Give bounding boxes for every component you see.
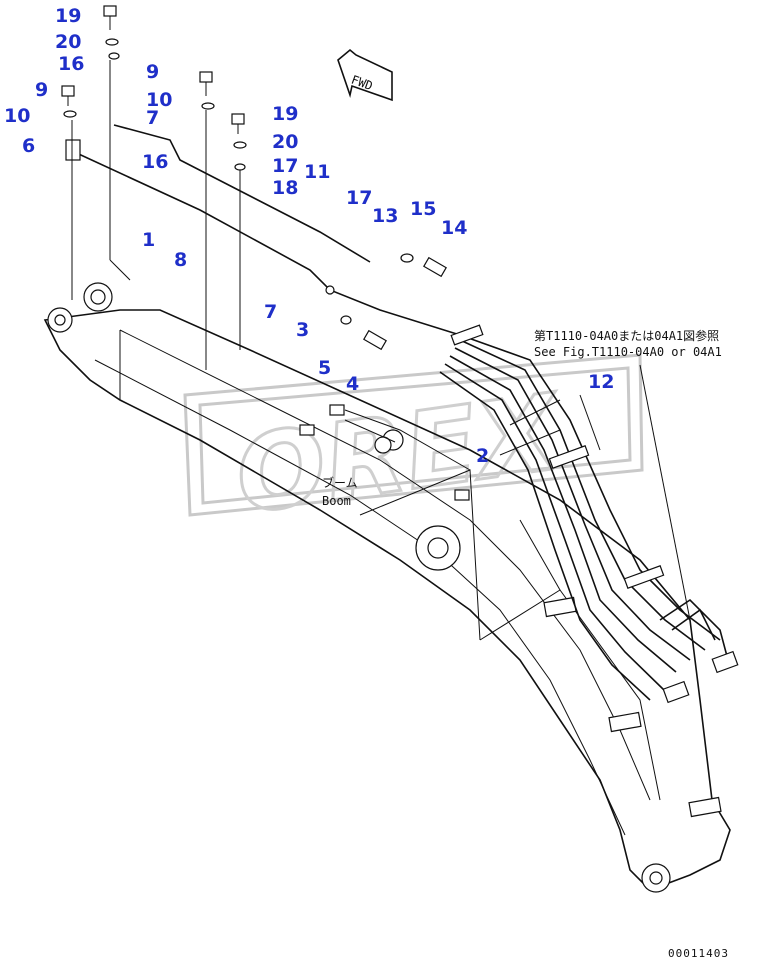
callout-20-right: 20 — [272, 131, 298, 153]
callout-16-mid: 16 — [142, 151, 168, 173]
reference-note-jp: 第T1110-04A0または04A1図参照 — [534, 328, 719, 343]
callout-14: 14 — [441, 217, 467, 239]
callout-8: 8 — [174, 249, 187, 271]
callout-18: 18 — [272, 177, 298, 199]
callout-10-mid: 10 — [146, 89, 172, 111]
boom — [43, 282, 731, 893]
drawing-number: 00011403 — [668, 947, 729, 960]
callout-12: 12 — [588, 371, 614, 393]
callout-3: 3 — [296, 319, 309, 341]
callout-17-lower: 17 — [346, 187, 372, 209]
callout-15: 15 — [410, 198, 436, 220]
callout-1: 1 — [142, 229, 155, 251]
pipes — [69, 124, 739, 704]
callout-17-right: 17 — [272, 155, 298, 177]
callout-19-right: 19 — [272, 103, 298, 125]
callout-7-top: 7 — [146, 107, 159, 129]
callout-19-top: 19 — [55, 5, 81, 27]
callout-7-lower: 7 — [264, 301, 277, 323]
callout-5: 5 — [318, 357, 331, 379]
callout-4: 4 — [346, 373, 359, 395]
callout-13: 13 — [372, 205, 398, 227]
fwd-arrow: FWD — [337, 48, 393, 102]
boom-label-en: Boom — [322, 494, 351, 508]
hardware — [61, 5, 691, 621]
callout-20-top: 20 — [55, 31, 81, 53]
callout-labels: 19 20 16 9 10 6 9 10 7 16 19 20 17 18 11… — [4, 5, 614, 467]
fwd-label: FWD — [349, 73, 374, 94]
boom-label-jp: ブーム — [322, 475, 358, 490]
callout-9-left: 9 — [35, 79, 48, 101]
callout-16-top: 16 — [58, 53, 84, 75]
callout-6: 6 — [22, 135, 35, 157]
reference-note-en: See Fig.T1110-04A0 or 04A1 — [534, 345, 722, 359]
callout-10-left: 10 — [4, 105, 30, 127]
callout-11: 11 — [304, 161, 330, 183]
callout-9-mid: 9 — [146, 61, 159, 83]
callout-2: 2 — [476, 445, 489, 467]
